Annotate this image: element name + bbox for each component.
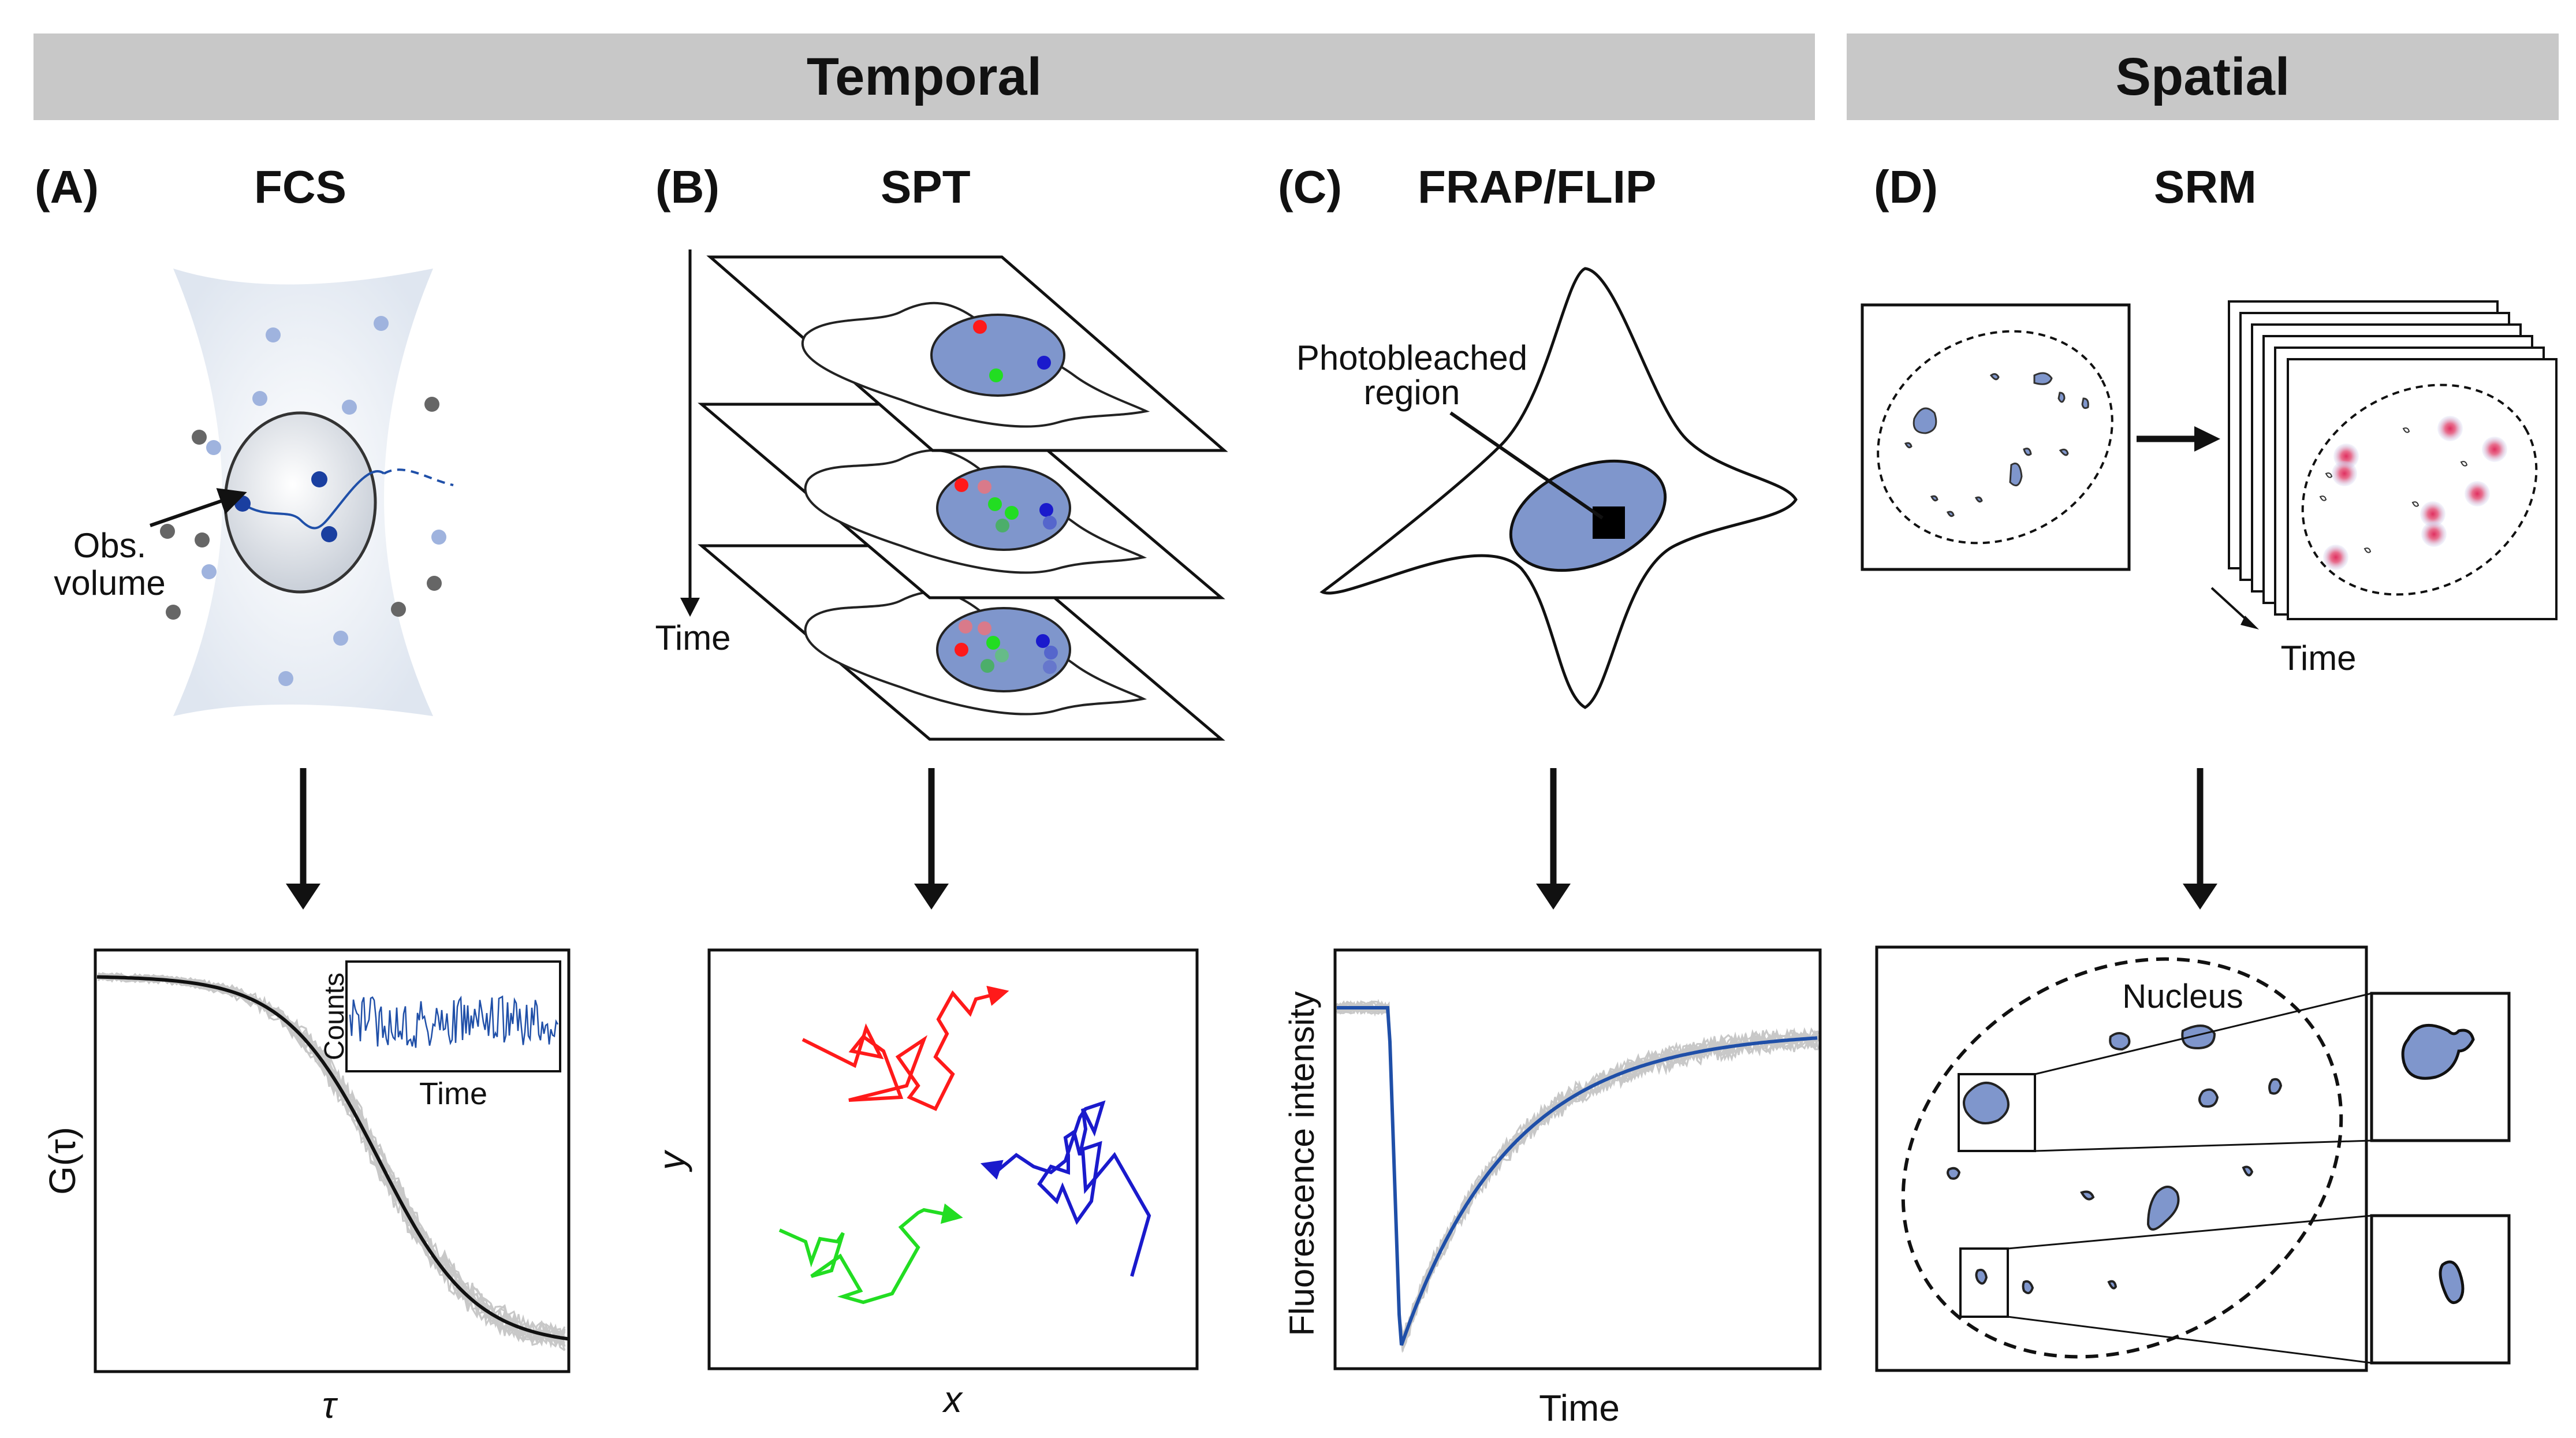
inset-ylabel: Counts <box>319 973 350 1060</box>
fcs-raw-trace <box>98 974 566 1351</box>
frap-raw-trace <box>1336 1001 1820 1352</box>
down-arrow-icon <box>2183 768 2217 910</box>
spatial-header-label: Spatial <box>2115 47 2290 106</box>
srm-time-label: Time <box>2280 639 2356 677</box>
panel-d-title: SRM <box>2154 161 2257 213</box>
zoom-condensate-1 <box>2401 1023 2475 1080</box>
panel-c-letter: (C) <box>1278 161 1343 213</box>
fcs-plot-frame <box>94 948 571 1373</box>
bleach-pointer <box>1449 411 1604 520</box>
frap-ylabel: Fluorescence intensity <box>1283 992 1321 1336</box>
frap-plot-frame <box>1333 948 1822 1370</box>
frap-raw-trace <box>1336 1000 1820 1340</box>
frap-raw-trace <box>1336 1000 1820 1340</box>
frap-raw-trace <box>1336 1000 1820 1342</box>
spt-plot-frame <box>707 948 1199 1370</box>
spt-frame-2 <box>698 403 1225 599</box>
spatial-header: Spatial <box>1847 33 2559 120</box>
right-arrow-icon <box>2137 426 2220 452</box>
track-blue <box>980 1100 1151 1277</box>
widefield-image <box>1861 303 2131 571</box>
unlit-particles <box>2319 427 2468 553</box>
counts-trace <box>349 995 559 1048</box>
frap-fit-curve <box>1337 1006 1818 1346</box>
track-green <box>778 1203 963 1305</box>
frap-raw-trace <box>1336 1001 1819 1351</box>
fcs-fit-curve <box>96 975 569 1341</box>
frap-xlabel: Time <box>1539 1387 1620 1429</box>
nucleus-outline <box>1901 957 2343 1359</box>
nucleus <box>1509 459 1667 572</box>
srm-result <box>1875 945 2511 1372</box>
frap-raw-trace <box>1336 999 1819 1350</box>
fcs-ylabel: G(τ) <box>42 1127 83 1195</box>
frap-raw-traces <box>1336 999 1820 1354</box>
obs-label-line1: Obs. <box>73 526 147 565</box>
frap-raw-trace <box>1336 1001 1820 1340</box>
panel-c-illustration <box>1319 267 1798 709</box>
panel-c-title: FRAP/FLIP <box>1418 161 1657 213</box>
panel-a-title: FCS <box>254 161 346 213</box>
spt-plot <box>707 948 1199 1370</box>
frap-plot <box>1333 948 1822 1370</box>
track-red <box>801 985 1009 1111</box>
spt-xlabel: x <box>942 1379 963 1420</box>
obs-volume-pointer <box>150 488 247 527</box>
panel-b-illustration <box>680 249 1228 741</box>
down-arrow-icon <box>286 768 320 910</box>
fcs-raw-trace <box>97 973 565 1348</box>
temporal-header-label: Temporal <box>806 47 1042 106</box>
obs-label-line2: volume <box>54 564 165 602</box>
frap-raw-trace <box>1336 1000 1820 1339</box>
zoom-box-1 <box>1958 1073 2036 1152</box>
spt-frame-1 <box>706 255 1228 452</box>
frap-raw-trace <box>1336 1000 1819 1344</box>
temporal-header: Temporal <box>33 33 1815 120</box>
panel-b-letter: (B) <box>655 161 720 213</box>
fcs-plot <box>94 948 571 1373</box>
frap-raw-trace <box>1336 1000 1819 1354</box>
localizations <box>2323 416 2507 570</box>
down-arrow-icon <box>1536 768 1571 910</box>
fcs-xlabel: τ <box>322 1384 338 1426</box>
bleach-square <box>1593 506 1625 539</box>
bleach-label-line1: Photobleached <box>1296 338 1527 377</box>
fluorophores <box>160 316 446 686</box>
panel-d-illustration <box>1861 300 2558 629</box>
diffusion-path <box>241 470 385 530</box>
spt-ylabel: y <box>651 1149 692 1172</box>
panel-a-letter: (A) <box>35 161 99 213</box>
nucleus-label: Nucleus <box>2122 978 2243 1015</box>
srm-frame-stack <box>2228 300 2558 620</box>
diffusion-path-dashed <box>383 468 454 486</box>
zoom-box-2 <box>1959 1247 2009 1318</box>
panel-b-title: SPT <box>881 161 971 213</box>
panel-a-illustration <box>150 269 454 716</box>
zoom-panel-2 <box>2370 1214 2511 1365</box>
frap-raw-trace <box>1336 1000 1820 1340</box>
frap-raw-trace <box>1336 1001 1818 1342</box>
bleach-label-line2: region <box>1364 373 1460 412</box>
spt-time-label: Time <box>655 619 730 657</box>
srm-result-frame <box>1875 945 2368 1372</box>
panel-d-letter: (D) <box>1874 161 1938 213</box>
down-arrow-icon <box>914 768 949 910</box>
inset-xlabel: Time <box>419 1076 487 1111</box>
zoom-condensate-2 <box>2439 1260 2465 1305</box>
condensates <box>1947 1025 2283 1294</box>
